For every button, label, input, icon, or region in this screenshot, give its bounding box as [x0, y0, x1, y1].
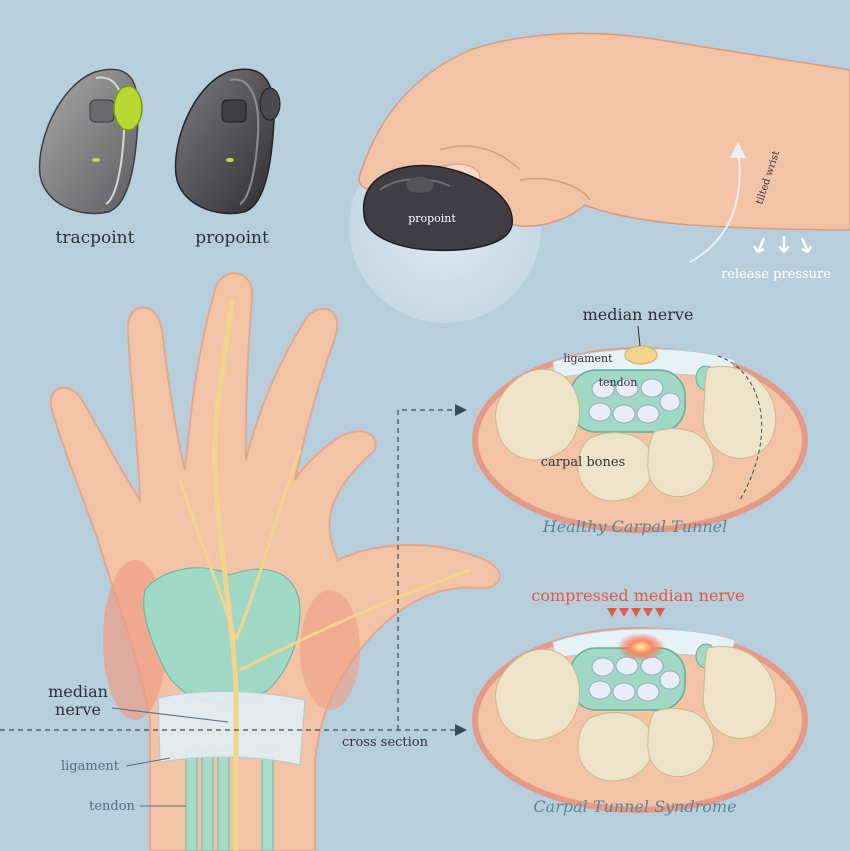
propoint-mouse — [362, 164, 513, 252]
healthy-caption: Healthy Carpal Tunnel — [542, 517, 728, 536]
palm-median-label-1: median — [48, 682, 108, 701]
compressed-nerve-label: compressed median nerve — [531, 586, 744, 605]
arrow-down-icon — [752, 237, 766, 254]
median-leader-line — [111, 707, 229, 723]
cross-section-label: cross section — [342, 735, 429, 750]
release-pressure-arrows — [752, 236, 813, 254]
healthy-callout-line — [717, 355, 763, 501]
healthy-bones-label: carpal bones — [541, 455, 626, 470]
mouse-brand-label: propoint — [408, 212, 456, 225]
arrow-down-icon — [800, 237, 813, 254]
propoint-device — [174, 68, 281, 215]
syndrome-cross-section — [472, 627, 808, 813]
palm-illustration — [49, 272, 501, 851]
trackball-icon — [259, 87, 281, 121]
healthy-ligament-label: ligament — [563, 352, 613, 365]
healthy-connector-line — [397, 409, 455, 730]
compression-arrows — [607, 608, 665, 617]
trackball-icon — [113, 85, 143, 131]
arrow-right-icon — [455, 404, 467, 416]
compressed-median-nerve — [617, 633, 665, 661]
healthy-median-nerve — [624, 345, 658, 365]
tracpoint-label: tracpoint — [56, 228, 135, 248]
healthy-tendon-label: tendon — [599, 376, 638, 389]
arrow-down-icon — [607, 608, 617, 617]
arrow-down-icon — [619, 608, 629, 617]
arrow-down-icon — [631, 608, 641, 617]
palm-median-label-2: nerve — [55, 700, 101, 719]
propoint-label: propoint — [195, 228, 269, 248]
tracpoint-device — [38, 68, 143, 215]
healthy-median-leader — [637, 325, 641, 347]
arrow-down-icon — [778, 236, 790, 253]
healthy-cross-section — [472, 345, 808, 533]
arrow-down-icon — [655, 608, 665, 617]
arrow-right-icon — [455, 724, 467, 736]
palm-tendon-label: tendon — [89, 799, 135, 814]
arrow-down-icon — [643, 608, 653, 617]
ligament-leader-line — [125, 757, 171, 767]
healthy-median-label: median nerve — [583, 305, 694, 324]
syndrome-caption: Carpal Tunnel Syndrome — [533, 797, 736, 816]
tilted-wrist-arrow — [689, 149, 741, 263]
palm-ligament-label: ligament — [61, 759, 120, 774]
release-pressure-label: release pressure — [721, 267, 831, 282]
arrow-up-icon — [730, 142, 746, 158]
